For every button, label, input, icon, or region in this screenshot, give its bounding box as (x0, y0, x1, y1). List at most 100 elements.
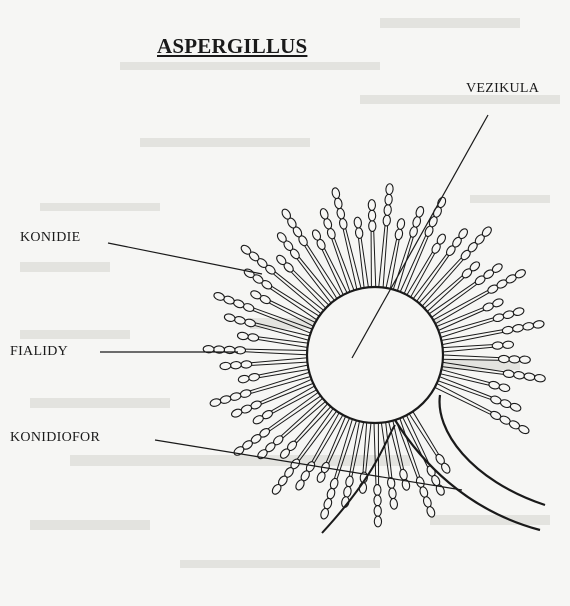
conidium (522, 322, 534, 331)
phialide (260, 379, 313, 402)
conidium (519, 356, 530, 364)
conidium (498, 383, 510, 393)
conidium (534, 374, 546, 383)
conidium (235, 347, 246, 355)
phialide (251, 358, 309, 363)
conidium (513, 371, 525, 380)
conidium (241, 360, 252, 368)
conidium (509, 356, 520, 364)
leader-line-konidie (108, 243, 262, 274)
conidium (488, 380, 500, 390)
phialide (361, 238, 369, 289)
conidium (238, 375, 250, 384)
conidium (248, 373, 260, 382)
diagram-title: ASPERGILLUS (157, 34, 307, 59)
phialide (441, 345, 493, 348)
conidium (326, 487, 336, 499)
conidium (209, 398, 221, 408)
conidium (374, 516, 381, 527)
conidium (239, 389, 251, 399)
conidium (244, 318, 256, 328)
phialide (440, 369, 490, 383)
conidium (234, 315, 246, 325)
conidium (219, 395, 231, 405)
phialide (245, 352, 309, 355)
conidium (343, 486, 352, 498)
conidium (383, 215, 391, 226)
phialide (251, 362, 309, 365)
phialide (441, 359, 499, 360)
conidium (524, 372, 536, 381)
phialide (255, 325, 311, 340)
conidium (415, 206, 425, 218)
conidium (355, 227, 364, 239)
conidium (331, 187, 341, 199)
conidium (334, 197, 344, 209)
phialide (245, 349, 309, 350)
conidium (498, 355, 509, 363)
phialide (275, 272, 325, 312)
phialide (299, 410, 338, 461)
conidium (512, 307, 524, 317)
conidium (394, 228, 403, 240)
phialide (258, 339, 309, 347)
conidium (390, 498, 398, 510)
conidium (224, 313, 236, 323)
conidium (230, 361, 241, 369)
conidium (502, 341, 513, 349)
phialide (324, 248, 348, 294)
conidium (396, 218, 405, 230)
conidium (368, 210, 375, 221)
conidium (385, 194, 393, 205)
conidium (385, 183, 393, 194)
phialide (410, 253, 435, 299)
conidium (492, 313, 504, 323)
conidium (512, 324, 524, 333)
conidium (399, 469, 409, 481)
conidium (533, 320, 545, 329)
phialide (438, 318, 494, 334)
phialide (272, 389, 318, 413)
phialide (269, 303, 315, 327)
conidium (220, 362, 231, 370)
phialide (397, 237, 414, 293)
conidium (336, 207, 346, 219)
phialide (374, 231, 376, 289)
conidium (369, 221, 376, 232)
label-fialidy: FIALIDY (10, 344, 68, 360)
phialide (251, 376, 313, 393)
phialide (441, 347, 493, 352)
label-konidiofor: KONIDIOFOR (10, 430, 100, 446)
conidium (368, 200, 375, 211)
conidium (247, 333, 259, 342)
conidium (320, 507, 330, 519)
conidium (384, 204, 392, 215)
phialide (270, 395, 323, 431)
phialide (268, 391, 320, 429)
conidium (412, 216, 422, 228)
conidium (374, 495, 381, 506)
phialide (433, 387, 491, 415)
conidium (374, 485, 381, 496)
phialide (297, 407, 334, 459)
label-vezikula: VEZIKULA (466, 81, 539, 97)
conidium (229, 392, 241, 402)
phialide (258, 337, 310, 344)
phialide (437, 310, 485, 331)
label-konidie: KONIDIE (20, 230, 80, 246)
conidium (502, 326, 514, 335)
conidium (345, 475, 354, 487)
conidium (354, 217, 363, 229)
conidium (492, 342, 503, 350)
phialide (436, 380, 491, 399)
phialide (329, 416, 351, 463)
conidium (323, 497, 333, 509)
phialide (441, 355, 499, 358)
conidium (329, 477, 339, 489)
conidium (503, 369, 515, 378)
conidium (409, 226, 419, 238)
conidium (502, 310, 514, 320)
conidium (374, 506, 381, 517)
phialide (253, 310, 313, 333)
conidium (388, 488, 396, 500)
